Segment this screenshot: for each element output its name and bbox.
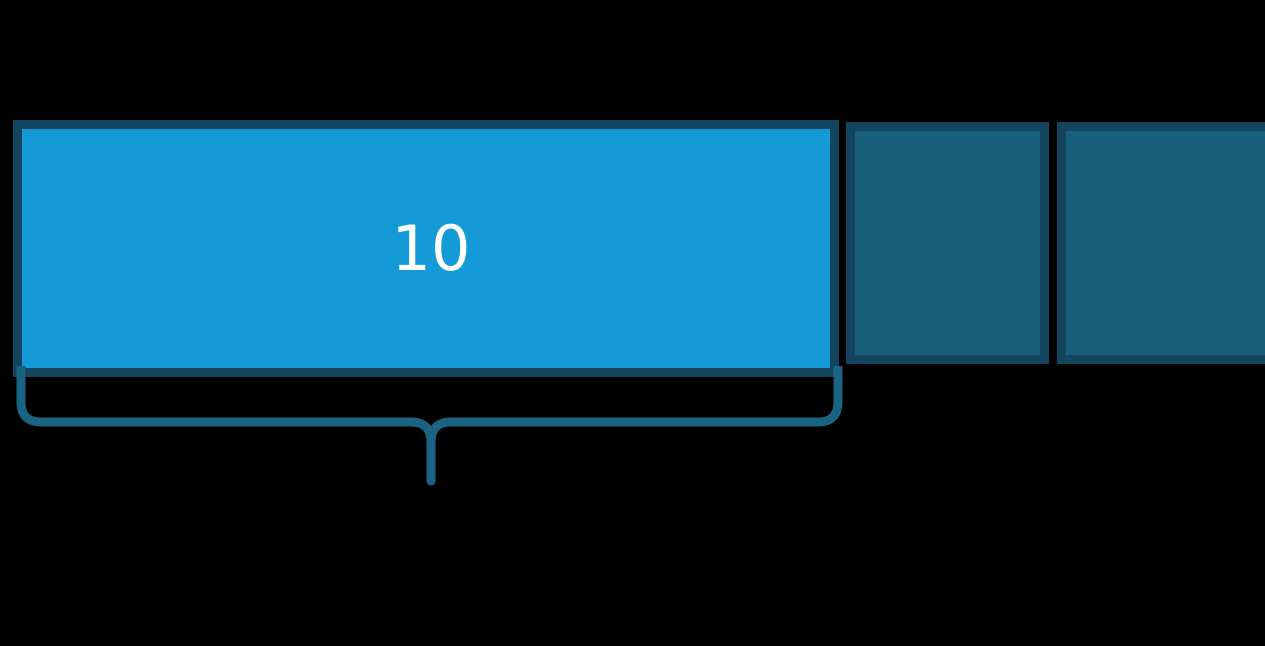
bar-known-group[interactable]: 10 <box>13 120 839 377</box>
unit-box-1-rect[interactable] <box>846 122 1049 364</box>
bar-known-label: 10 <box>392 212 471 285</box>
unit-box-2-rect[interactable] <box>1057 122 1265 364</box>
unit-box-1-group[interactable] <box>846 122 1049 364</box>
unit-box-2-group[interactable] <box>1057 122 1265 364</box>
underbrace-known-path <box>16 366 843 486</box>
bar-known-rect[interactable] <box>13 120 839 377</box>
underbrace-known-group <box>16 366 843 486</box>
